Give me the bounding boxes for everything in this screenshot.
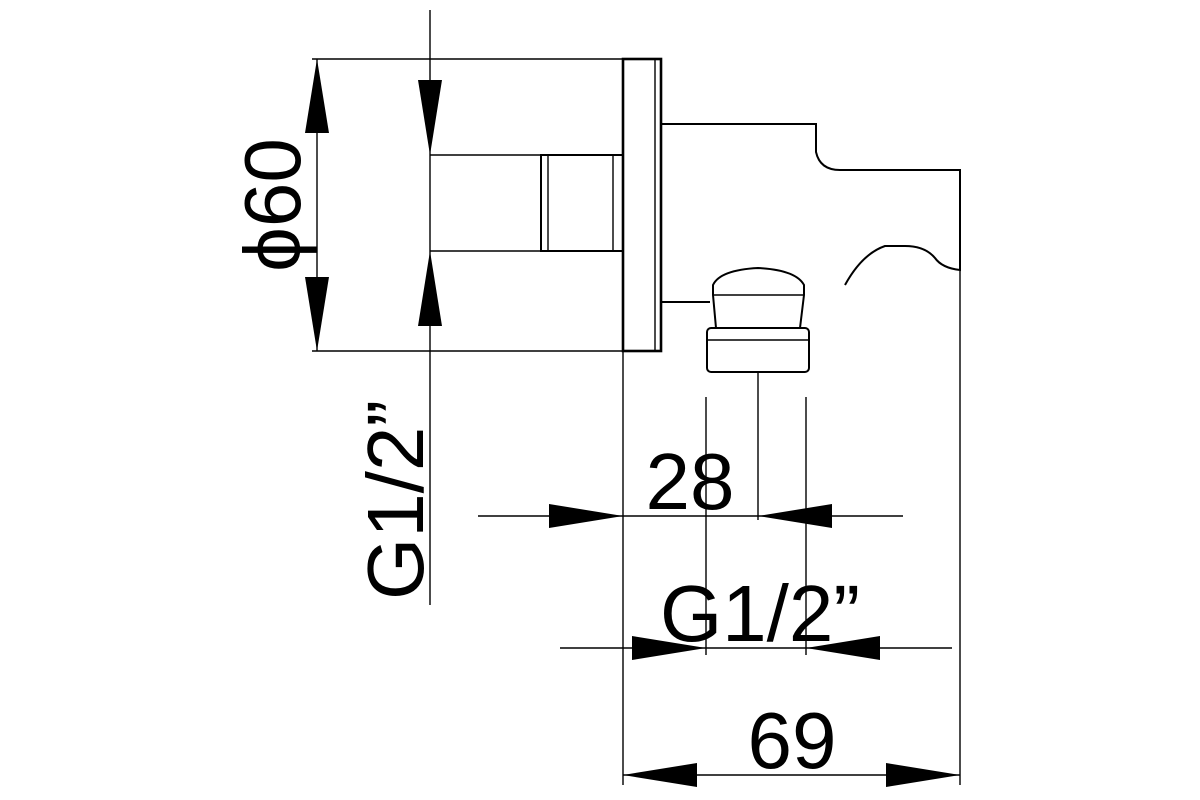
rear-threaded-connector bbox=[430, 154, 624, 252]
extension-lines bbox=[312, 10, 961, 785]
offset-dimension: 28 bbox=[478, 437, 903, 528]
wall-flange bbox=[621, 57, 663, 353]
horizontal-thread-label: G1/2” bbox=[660, 569, 860, 658]
vertical-thread-label: G1/2” bbox=[351, 400, 440, 600]
offset-label: 28 bbox=[646, 437, 735, 526]
diameter-label: ϕ60 bbox=[228, 138, 317, 272]
diameter-dimension: ϕ60 bbox=[228, 59, 329, 351]
depth-dimension: 69 bbox=[623, 696, 960, 787]
depth-label: 69 bbox=[748, 696, 837, 785]
vertical-thread-dimension: G1/2” bbox=[351, 80, 442, 600]
holder-body bbox=[661, 123, 961, 286]
horizontal-thread-dimension: G1/2” bbox=[560, 569, 952, 660]
hose-outlet bbox=[706, 266, 810, 373]
